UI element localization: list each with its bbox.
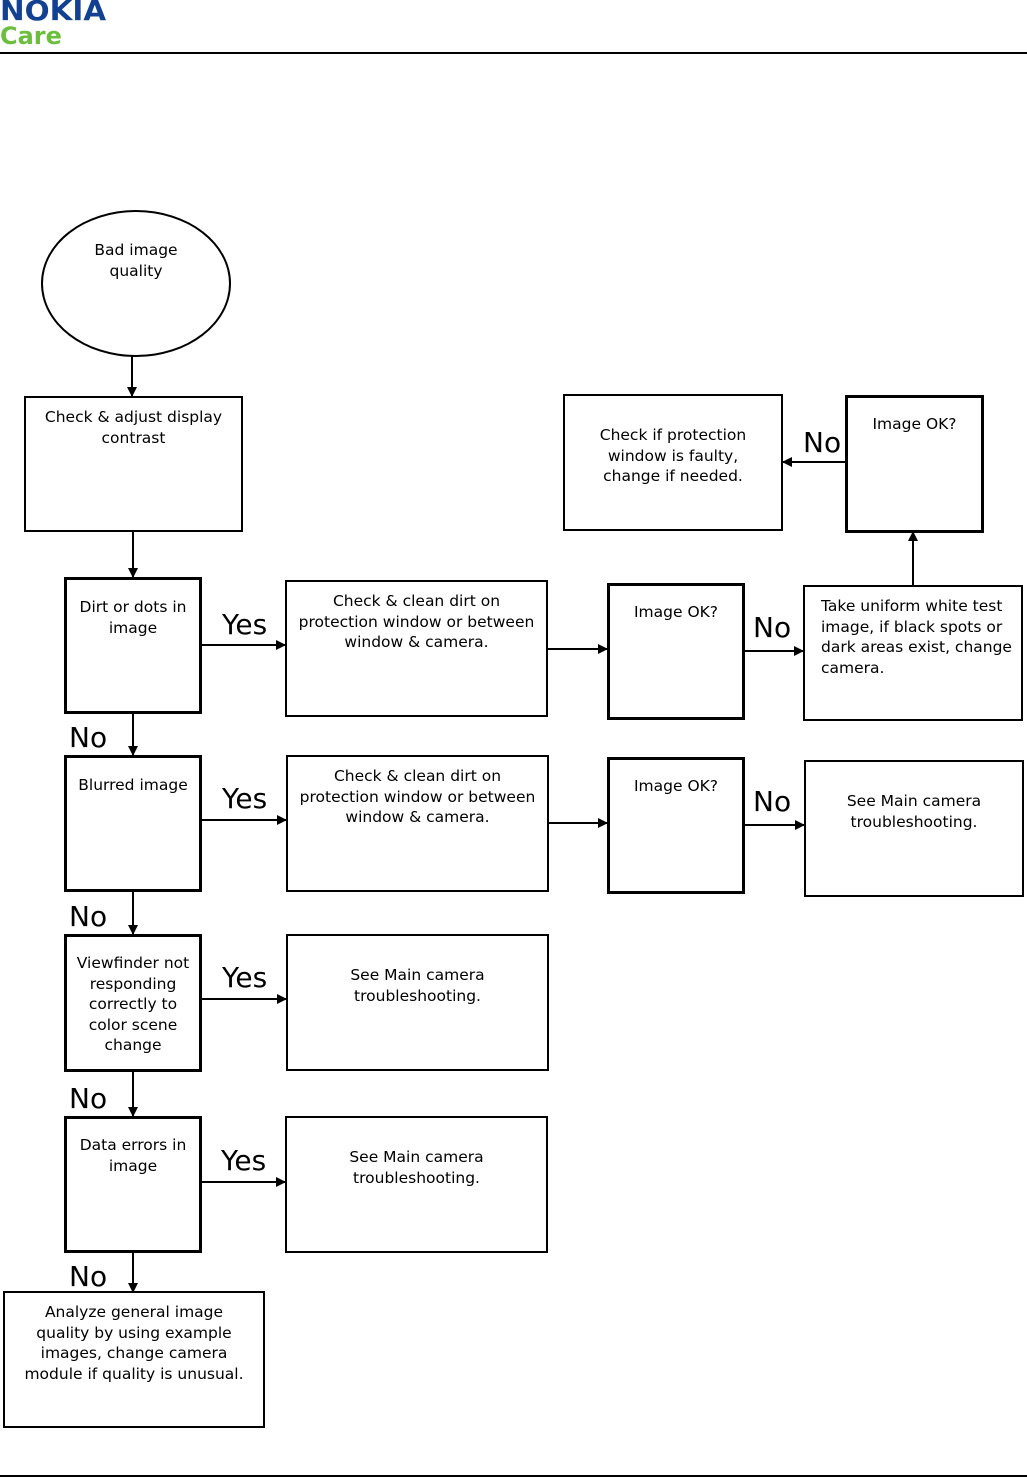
nokia-care-logo: NOKIA Care xyxy=(0,0,106,50)
check-contrast-box: Check & adjust display contrast xyxy=(24,396,243,532)
yes-label-dirt: Yes xyxy=(222,608,268,641)
no-label-ok1: No xyxy=(753,611,792,644)
yes-label-data: Yes xyxy=(221,1144,267,1177)
no-label-ok2: No xyxy=(753,785,792,818)
no-label-dirt: No xyxy=(69,721,108,754)
main-camera-box-1: See Main camera troubleshooting. xyxy=(804,760,1024,897)
footer-rule xyxy=(0,1475,1027,1477)
logo-nokia-text: NOKIA xyxy=(0,0,107,27)
data-errors-decision: Data errors in image xyxy=(64,1116,202,1253)
no-label-viewfinder: No xyxy=(69,1082,108,1115)
main-camera-box-3: See Main camera troubleshooting. xyxy=(285,1116,548,1253)
logo-care-text: Care xyxy=(0,22,62,50)
clean-dirt-box-1: Check & clean dirt on protection window … xyxy=(285,580,548,717)
white-test-box: Take uniform white test image, if black … xyxy=(803,585,1023,721)
image-ok-decision-top: Image OK? xyxy=(845,395,984,533)
yes-label-viewfinder: Yes xyxy=(222,961,268,994)
no-label-blurred: No xyxy=(69,900,108,933)
clean-dirt-box-2: Check & clean dirt on protection window … xyxy=(286,755,549,892)
viewfinder-decision: Viewfinder not responding correctly to c… xyxy=(64,934,202,1072)
start-node: Bad image quality xyxy=(41,210,231,357)
protection-window-box: Check if protection window is faulty, ch… xyxy=(563,394,783,531)
no-label-oktop: No xyxy=(803,426,842,459)
header-rule xyxy=(0,52,1027,54)
yes-label-blurred: Yes xyxy=(222,782,268,815)
no-label-data: No xyxy=(69,1260,108,1293)
dirt-dots-decision: Dirt or dots in image xyxy=(64,577,202,714)
image-ok-decision-1: Image OK? xyxy=(607,583,745,720)
main-camera-box-2: See Main camera troubleshooting. xyxy=(286,934,549,1071)
image-ok-decision-2: Image OK? xyxy=(607,757,745,894)
blurred-image-decision: Blurred image xyxy=(64,755,202,892)
analyze-quality-box: Analyze general image quality by using e… xyxy=(3,1291,265,1428)
